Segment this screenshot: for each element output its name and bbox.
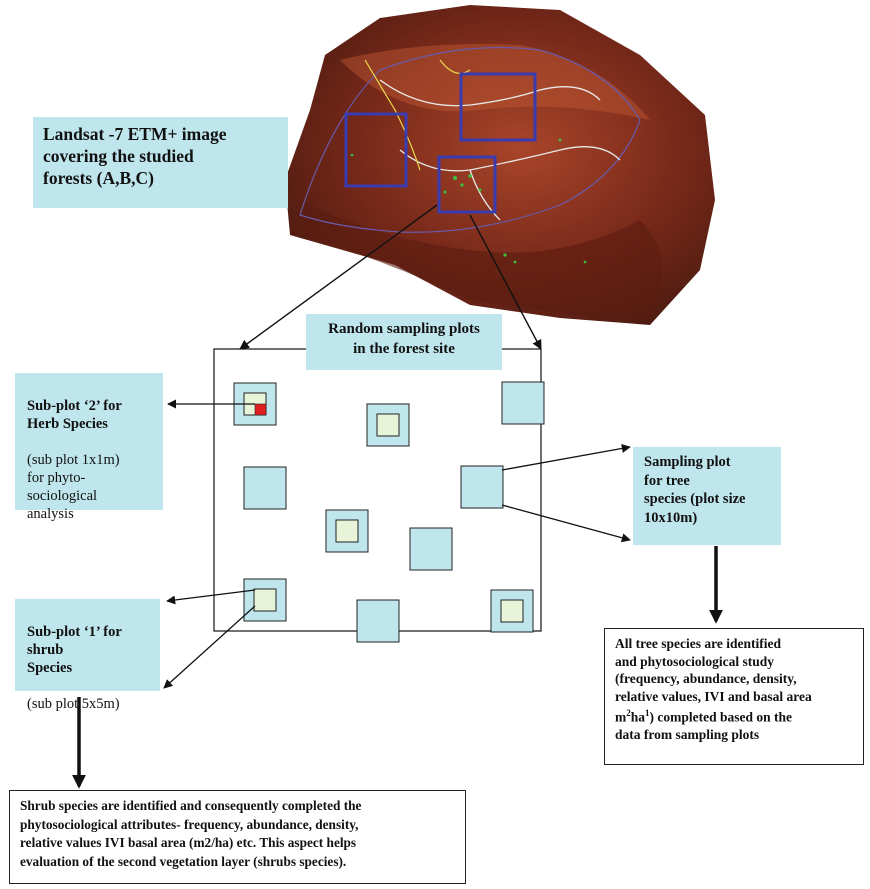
herb-subplot-marker [254,403,267,416]
tree-outcome-sup-2: 2 [626,708,631,719]
plot [356,599,400,643]
tree-plot-label: Sampling plot for tree species (plot siz… [633,447,781,545]
plot [501,381,545,425]
arrow-satellite-to-site-left [239,204,438,350]
shrub-outcome-box: Shrub species are identified and consequ… [9,790,466,884]
shrub-subplot-title: Sub-plot ‘1’ for shrub Species [27,624,122,676]
tree-outcome-sup-1: 1 [645,708,650,719]
shrub-subplot [500,599,524,623]
tree-outcome-box: All tree species are identified and phyt… [604,628,864,765]
arrow-to-tree-label-lower [501,504,631,543]
arrow-to-tree-label-upper [501,443,631,471]
plot [409,527,453,571]
herb-subplot-detail: (sub plot 1x1m) for phyto- sociological … [27,452,120,522]
shrub-subplot [253,588,277,612]
trail-yellow [364,59,471,171]
arrow-to-shrub-label-upper [166,589,256,605]
sampling-plots [233,381,545,643]
plot-tree [460,465,504,509]
shrub-subplot-detail: (sub plot 5x5m) [27,696,120,712]
shrub-subplot [335,519,359,543]
shrub-subplot-label: Sub-plot ‘1’ for shrub Species (sub plot… [15,599,160,712]
tree-outcome-text-start: All tree species are identified and phyt… [615,636,812,725]
vegetation-speckles [350,138,587,264]
sampling-site-title: Random sampling plots in the forest site [306,314,502,370]
herb-subplot-title: Sub-plot ‘2’ for Herb Species [27,398,122,432]
satellite-image [285,5,715,325]
trail-white [379,79,621,221]
terrain-ridge-highlight [340,44,650,120]
sample-area-a [344,112,408,188]
sample-area-c [437,155,497,214]
herb-subplot-label: Sub-plot ‘2’ for Herb Species (sub plot … [15,373,163,522]
sample-area-b [459,72,537,142]
arrow-satellite-to-site-right [469,214,542,350]
arrow-to-shrub-label-lower [163,605,256,689]
plot [243,466,287,510]
terrain-shading [292,200,663,320]
shrub-subplot [376,413,400,437]
tree-outcome-text-end: ) completed based on the data from sampl… [615,709,793,743]
satellite-caption: Landsat -7 ETM+ image covering the studi… [33,117,288,208]
forest-boundary [299,46,641,233]
tree-outcome-text-mid: ha [630,709,646,725]
